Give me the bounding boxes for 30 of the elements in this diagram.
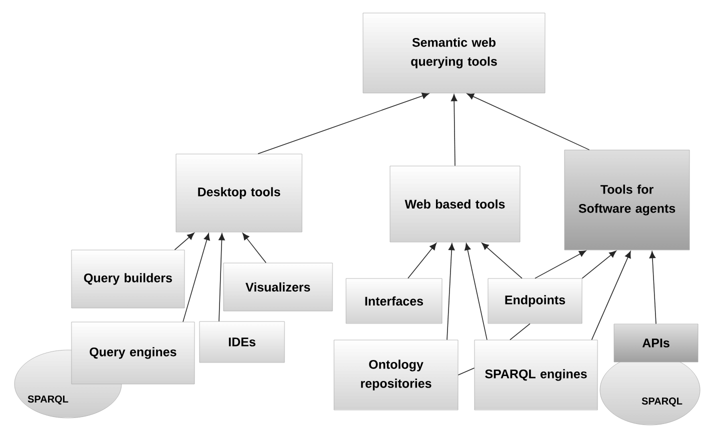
- category-box: Desktop tools: [176, 154, 302, 232]
- category-box: Endpoints: [488, 278, 582, 324]
- arrow: [242, 232, 266, 264]
- category-box: Ontology repositories: [334, 340, 458, 410]
- arrow: [258, 92, 430, 154]
- arrow: [591, 251, 631, 340]
- arrow: [174, 232, 194, 250]
- arrow: [182, 233, 210, 322]
- arrow: [534, 250, 586, 279]
- arrow: [582, 250, 616, 279]
- category-box: Query engines: [71, 322, 195, 384]
- category-box: Tools for Software agents: [564, 150, 690, 250]
- arrow: [649, 251, 656, 324]
- category-box: SPARQL engines: [474, 340, 598, 410]
- category-box: Interfaces: [346, 278, 442, 324]
- ellipse-label: SPARQL: [642, 398, 682, 406]
- category-box: Semantic web querying tools: [362, 12, 546, 94]
- category-box: APIs: [614, 324, 698, 362]
- category-box: Web based tools: [390, 166, 520, 242]
- arrow: [482, 242, 522, 279]
- arrow: [446, 243, 455, 340]
- arrow: [466, 93, 590, 150]
- category-box: Query builders: [71, 250, 185, 308]
- category-box: IDEs: [199, 321, 285, 363]
- arrow: [218, 233, 225, 322]
- category-box: Visualizers: [223, 262, 333, 312]
- arrow: [464, 243, 488, 340]
- arrow: [450, 94, 458, 166]
- arrow: [408, 242, 436, 279]
- ellipse-label: SPARQL: [28, 396, 68, 404]
